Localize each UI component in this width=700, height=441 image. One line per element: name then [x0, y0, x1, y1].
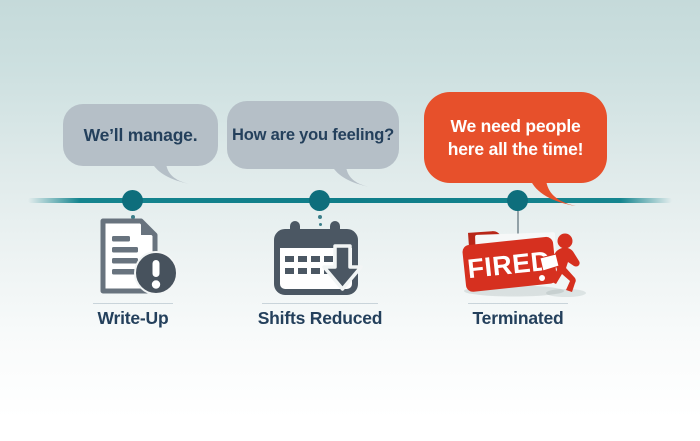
- label-divider: [468, 303, 568, 304]
- document-warning-icon: [95, 218, 185, 305]
- timeline-dot: [122, 190, 143, 211]
- dotted-connector: [131, 215, 135, 219]
- label-divider: [262, 303, 378, 304]
- calendar-decrease-icon: [272, 219, 368, 304]
- stop-label-shifts-reduced: Shifts Reduced: [257, 308, 383, 328]
- speech-bubble-terminated: We need people here all the time!: [424, 92, 607, 183]
- speech-bubble-shifts-reduced: How are you feeling?: [227, 101, 399, 169]
- connector-line: [517, 211, 519, 247]
- dotted-connector: [318, 215, 322, 219]
- label-divider: [93, 303, 173, 304]
- speech-bubble-tail: [332, 166, 370, 187]
- speech-bubble-text-line2: here all the time!: [447, 138, 584, 159]
- fired-folder-icon: FIRED: [458, 214, 590, 305]
- speech-bubble-tail: [530, 179, 576, 206]
- speech-bubble-text-line1: We need people: [450, 115, 581, 136]
- speech-bubble-text: We’ll manage.: [83, 124, 198, 145]
- speech-bubble-write-up: We’ll manage.: [63, 104, 218, 166]
- stop-label-write-up: Write-Up: [97, 308, 169, 328]
- stop-label-terminated: Terminated: [472, 308, 564, 328]
- timeline-line: [28, 198, 672, 203]
- speech-bubble-tail: [152, 163, 190, 184]
- fired-person: [539, 233, 580, 292]
- timeline-dot: [507, 190, 528, 211]
- speech-bubble-text: How are you feeling?: [232, 125, 394, 144]
- timeline-dot: [309, 190, 330, 211]
- dotted-connector: [319, 223, 322, 226]
